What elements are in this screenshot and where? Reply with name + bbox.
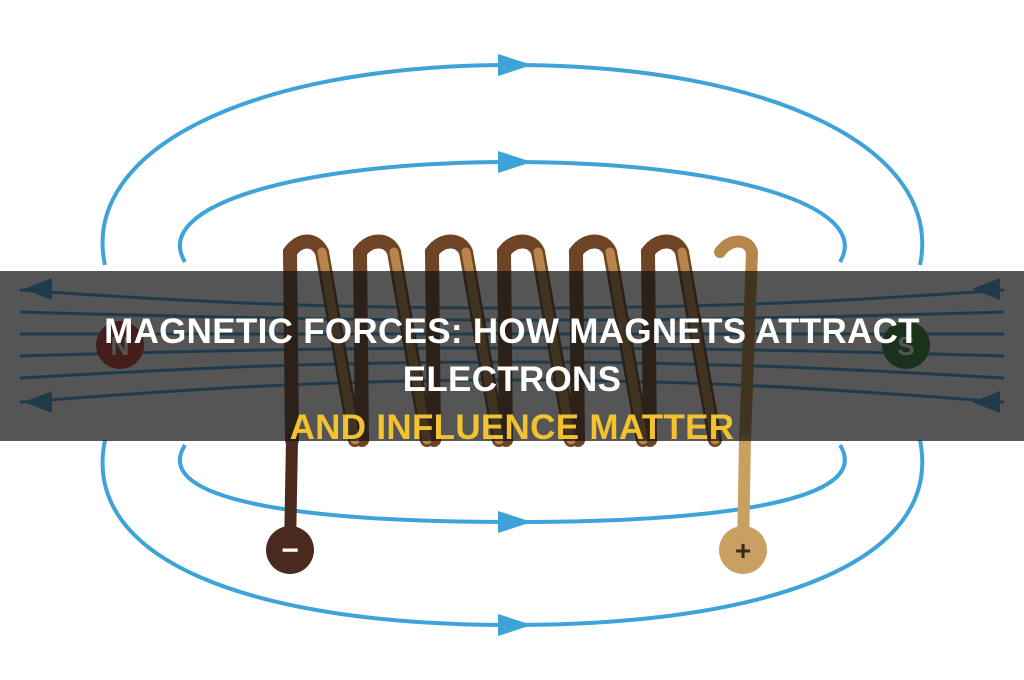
field-line-outer-bottom — [100, 439, 925, 628]
positive-terminal-label: + — [735, 535, 751, 566]
title-line-1: MAGNETIC FORCES: HOW MAGNETS ATTRACT ELE… — [104, 312, 920, 399]
field-arrow-icon — [498, 511, 532, 533]
positive-terminal: + — [719, 526, 767, 574]
title-overlay-band — [0, 271, 1024, 441]
field-arrow-icon — [498, 54, 532, 76]
negative-terminal: − — [266, 526, 314, 574]
negative-terminal-label: − — [281, 534, 299, 567]
page-title: MAGNETIC FORCES: HOW MAGNETS ATTRACT ELE… — [0, 308, 1024, 452]
field-arrow-icon — [498, 614, 532, 636]
field-arrow-icon — [498, 151, 532, 173]
title-line-2: AND INFLUENCE MATTER — [289, 408, 735, 447]
